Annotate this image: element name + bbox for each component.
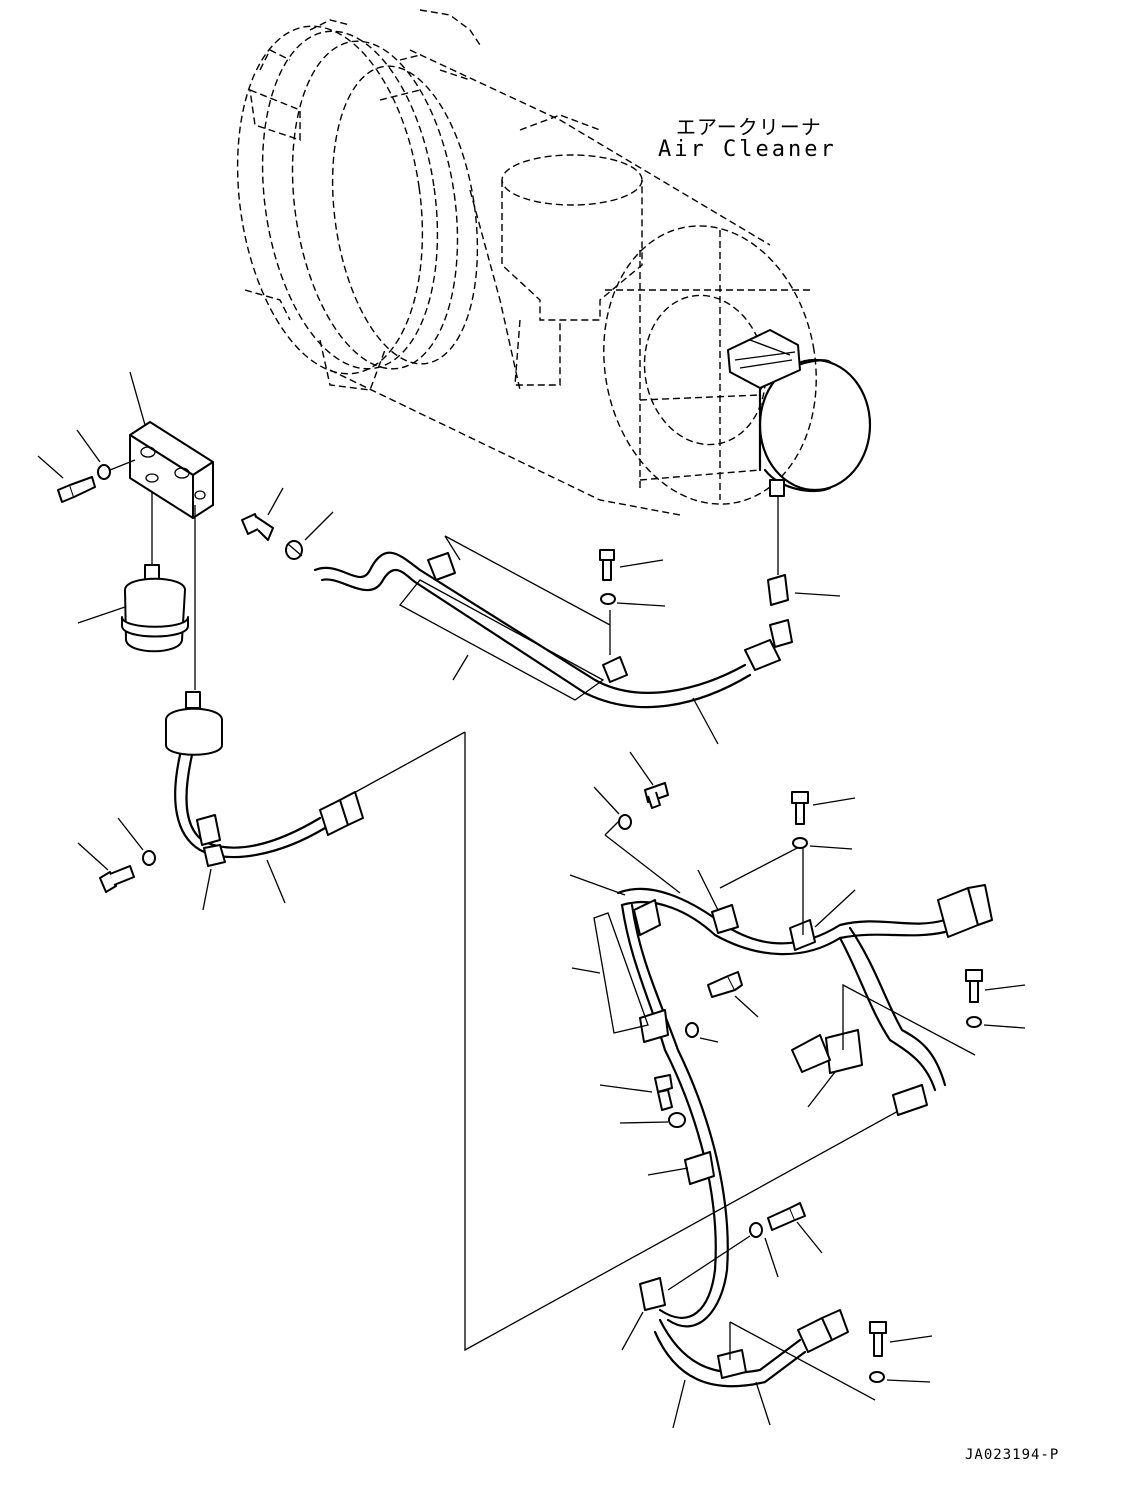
washer-icon — [685, 1022, 719, 1043]
main-harness — [593, 819, 993, 1401]
bolt-icon — [37, 455, 96, 503]
component-label-jp: エアークリーナ — [676, 115, 822, 139]
bolt-icon — [707, 971, 759, 1018]
restriction-sensor — [727, 329, 801, 497]
bolt-icon — [599, 1074, 673, 1111]
fitting-icon — [241, 487, 284, 541]
washer-icon — [117, 817, 156, 866]
hose-clamp-icon — [285, 511, 334, 560]
nut-icon — [767, 495, 841, 606]
bolt-icon — [965, 969, 1026, 1003]
air-cleaner-outline — [236, 9, 817, 516]
pressure-switch — [77, 492, 189, 653]
drawing-code: JA023194-P — [965, 1447, 1059, 1463]
bolt-icon — [629, 751, 669, 809]
washer-icon — [667, 1222, 779, 1291]
assembly-guide-line — [464, 732, 901, 1352]
washer-icon — [792, 837, 853, 850]
washer-icon — [593, 786, 632, 830]
sensor-harness-left — [165, 505, 466, 911]
washer-icon — [600, 593, 666, 655]
bolt-icon — [791, 791, 856, 825]
air-hose — [313, 535, 793, 745]
leader-lines — [569, 869, 856, 1429]
bolt-icon — [869, 1321, 933, 1357]
washer-icon — [966, 1016, 1026, 1029]
washer-icon — [869, 1371, 931, 1383]
bolt-icon — [767, 1202, 823, 1254]
washer-icon — [76, 429, 111, 480]
bolt-icon — [599, 549, 664, 581]
washer-icon — [619, 1112, 686, 1128]
component-label-en: Air Cleaner — [658, 137, 837, 162]
mounting-block — [129, 371, 214, 519]
bolt-icon — [77, 842, 135, 893]
